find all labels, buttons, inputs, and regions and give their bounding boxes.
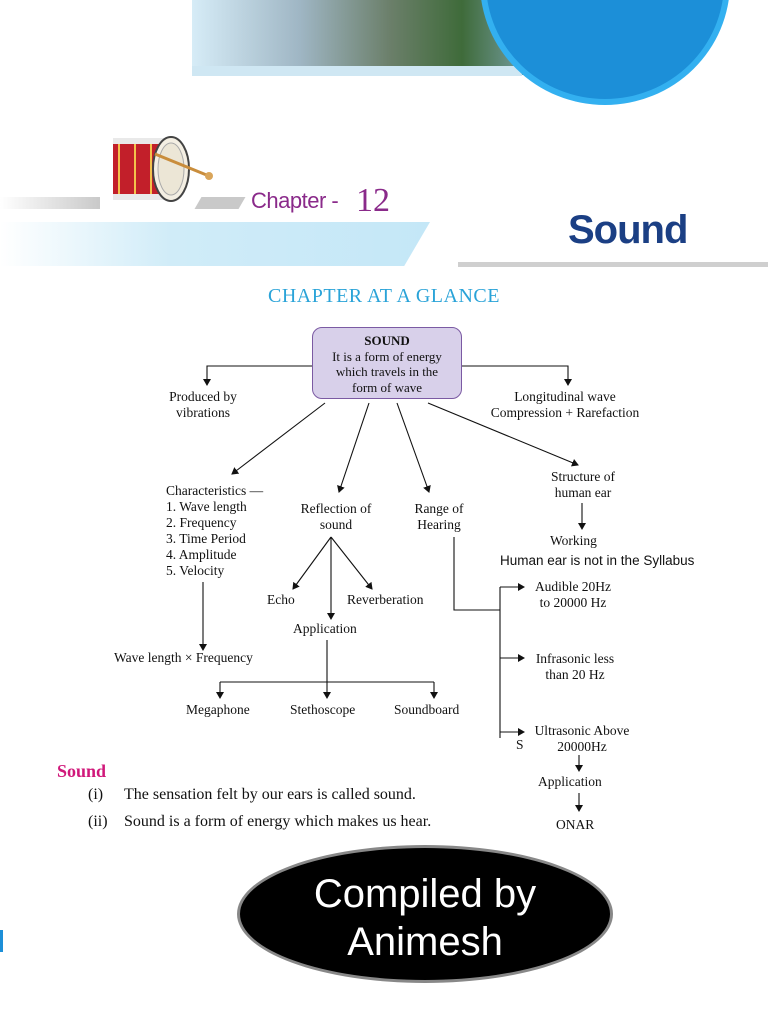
longitudinal-line: Compression + Rarefaction — [490, 405, 640, 420]
chapter-number: 12 — [356, 182, 390, 219]
sound-node: SOUND It is a form of energy which trave… — [312, 327, 462, 399]
watermark-line: Compiled by — [313, 872, 537, 916]
produced-node: Produced by vibrations — [152, 389, 254, 421]
use-megaphone: Megaphone — [186, 702, 250, 717]
audible-line: to 20000 Hz — [539, 595, 607, 610]
header-stripe-left — [0, 197, 100, 209]
list-item: Sound is a form of energy which makes us… — [124, 813, 432, 830]
chapter-label: Chapter - — [251, 188, 339, 213]
working-node: Working — [550, 533, 597, 548]
ultrasonic-application: Application — [538, 774, 602, 789]
reflection-line: sound — [319, 517, 353, 532]
echo-node: Echo — [267, 592, 295, 607]
ultrasonic-line: Ultrasonic Above — [534, 723, 630, 738]
banner-base-strip — [192, 66, 522, 76]
list-item-number: (ii) — [88, 813, 108, 830]
characteristics-title: Characteristics — — [166, 483, 264, 498]
sound-node-line: form of wave — [351, 379, 423, 395]
audible-node: Audible 20Hz to 20000 Hz — [524, 579, 622, 611]
longitudinal-node: Longitudinal wave Compression + Rarefact… — [470, 389, 660, 421]
audible-line: Audible 20Hz — [534, 579, 612, 594]
reflection-node: Reflection of sound — [288, 501, 384, 533]
sound-node-heading: SOUND — [364, 333, 410, 348]
ear-structure-line: Structure of — [550, 469, 616, 484]
application-node: Application — [293, 621, 357, 636]
use-stethoscope: Stethoscope — [290, 702, 356, 717]
ear-structure-line: human ear — [554, 485, 612, 500]
characteristics-item: 4. Amplitude — [166, 547, 237, 562]
range-line: Range of — [414, 501, 464, 516]
compiled-by-watermark: Compiled by Animesh — [237, 845, 613, 983]
infrasonic-line: Infrasonic less — [535, 651, 615, 666]
infrasonic-line: than 20 Hz — [545, 667, 605, 682]
ultrasonic-node: Ultrasonic Above 20000Hz — [522, 723, 642, 755]
produced-line: vibrations — [176, 405, 230, 420]
syllabus-note: Human ear is not in the Syllabus — [500, 553, 695, 568]
characteristics-item: 1. Wave length — [166, 499, 247, 514]
range-line: Hearing — [417, 517, 461, 532]
header-stripe-right — [458, 262, 768, 267]
characteristics-node: Characteristics — 1. Wave length 2. Freq… — [166, 483, 263, 579]
header-stripe-blue — [0, 222, 430, 266]
watermark-line: Animesh — [347, 920, 503, 964]
ear-structure-node: Structure of human ear — [536, 469, 630, 501]
wavelength-formula: Wave length × Frequency — [114, 650, 253, 665]
characteristics-item: 3. Time Period — [166, 531, 246, 546]
sound-node-line: which travels in the — [335, 364, 439, 379]
ultrasonic-line: 20000Hz — [557, 739, 607, 754]
produced-line: Produced by — [169, 389, 237, 404]
infrasonic-node: Infrasonic less than 20 Hz — [524, 651, 626, 683]
characteristics-item: 2. Frequency — [166, 515, 237, 530]
use-soundboard: Soundboard — [394, 702, 460, 717]
drum-icon — [113, 136, 213, 202]
chapter-title: Sound — [568, 208, 688, 252]
sonar-node: ONAR — [556, 817, 595, 832]
left-edge-mark — [0, 930, 3, 952]
stray-letter: S — [516, 737, 524, 752]
glance-title: CHAPTER AT A GLANCE — [268, 285, 500, 307]
section-heading: Sound — [57, 761, 107, 781]
characteristics-item: 5. Velocity — [166, 563, 225, 578]
list-item: The sensation felt by our ears is called… — [124, 786, 416, 803]
range-node: Range of Hearing — [404, 501, 474, 533]
reflection-line: Reflection of — [300, 501, 372, 516]
list-item-number: (i) — [88, 786, 104, 803]
longitudinal-line: Longitudinal wave — [514, 389, 616, 404]
reverberation-node: Reverberation — [347, 592, 424, 607]
sound-node-line: It is a form of energy — [332, 348, 442, 364]
